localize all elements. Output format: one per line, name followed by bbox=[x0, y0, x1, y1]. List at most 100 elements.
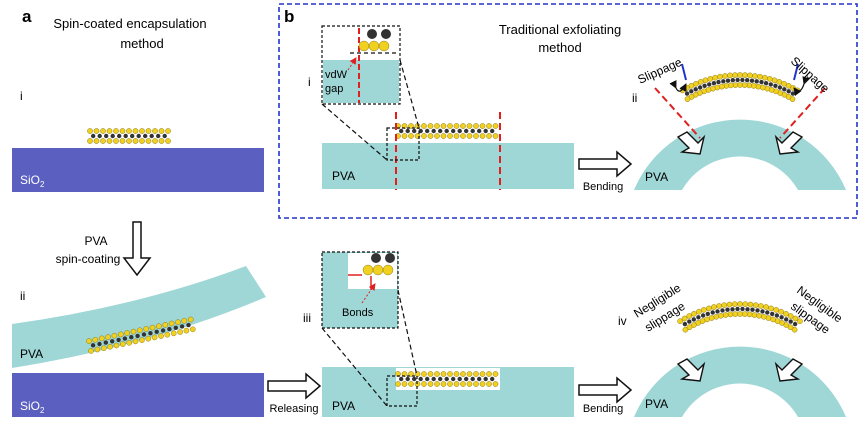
pva-label-b-ii: PVA bbox=[645, 170, 668, 184]
metal-atom bbox=[367, 29, 377, 39]
sulfur-atom bbox=[773, 307, 780, 313]
sulfur-atom bbox=[688, 83, 695, 89]
sulfur-atom bbox=[453, 123, 460, 129]
sulfur-atom bbox=[765, 315, 772, 321]
sulfur-atom bbox=[726, 301, 733, 308]
inset-b-pva bbox=[323, 60, 399, 103]
pva-film-tilted bbox=[12, 266, 266, 368]
sulfur-atom bbox=[682, 326, 689, 333]
strain-arrow-left-iv bbox=[676, 358, 706, 382]
metal-atom bbox=[749, 78, 755, 83]
sulfur-atom bbox=[466, 371, 473, 377]
sulfur-atom bbox=[783, 310, 789, 317]
sulfur-atom bbox=[447, 123, 453, 129]
sulfur-atom bbox=[372, 264, 384, 276]
metal-atom bbox=[696, 315, 701, 320]
slippage-arrow-right bbox=[793, 76, 811, 96]
sulfur-atom bbox=[111, 332, 118, 339]
metal-atom bbox=[779, 315, 784, 320]
metal-atom bbox=[162, 133, 167, 139]
sulfur-atom bbox=[120, 341, 126, 347]
metal-atom bbox=[130, 133, 135, 139]
sulfur-atom bbox=[767, 76, 773, 82]
sulfur-atom bbox=[183, 327, 190, 334]
sulfur-atom bbox=[88, 348, 94, 354]
metal-atom bbox=[451, 376, 456, 382]
metal-atom bbox=[470, 128, 475, 134]
metal-atom bbox=[97, 341, 102, 347]
sulfur-atom bbox=[453, 133, 460, 139]
sulfur-atom bbox=[158, 333, 164, 339]
metal-atom bbox=[179, 324, 185, 329]
metal-atom bbox=[470, 376, 475, 382]
step-b-i-label: i bbox=[308, 75, 311, 89]
sulfur-atom bbox=[776, 79, 783, 85]
monolayer-flake-on-sio2 bbox=[87, 128, 171, 144]
sulfur-atom bbox=[778, 308, 784, 315]
metal-atom bbox=[444, 128, 449, 134]
step-a-ii-label: ii bbox=[20, 289, 25, 303]
vdw-gap-label-line2: gap bbox=[325, 83, 343, 95]
metal-atom bbox=[438, 128, 443, 134]
metal-atom bbox=[716, 79, 721, 85]
sulfur-atom bbox=[486, 133, 492, 139]
sulfur-atom bbox=[460, 371, 466, 377]
sulfur-atom bbox=[408, 381, 414, 387]
sulfur-atom bbox=[368, 40, 380, 52]
sulfur-atom bbox=[453, 371, 460, 377]
sulfur-atom bbox=[100, 128, 106, 134]
panel-b-dashed-frame bbox=[278, 3, 858, 219]
metal-atom bbox=[160, 328, 166, 333]
sulfur-atom bbox=[434, 133, 440, 139]
metal-atom bbox=[763, 81, 769, 86]
sulfur-atom bbox=[440, 133, 447, 139]
sulfur-atom bbox=[434, 123, 440, 129]
metal-atom bbox=[792, 321, 798, 327]
sulfur-atom bbox=[427, 371, 434, 377]
panel-b-title-line1: Traditional exfoliating bbox=[499, 22, 621, 37]
sulfur-atom bbox=[132, 138, 139, 144]
sulfur-atom bbox=[473, 123, 479, 129]
metal-atom bbox=[103, 340, 109, 345]
sulfur-atom bbox=[421, 123, 427, 129]
sulfur-atom bbox=[421, 381, 427, 387]
metal-atom bbox=[425, 376, 430, 382]
step-iii-label: iii bbox=[303, 311, 311, 325]
sulfur-atom bbox=[187, 316, 194, 323]
sulfur-atom bbox=[107, 343, 113, 350]
sulfur-atom bbox=[797, 318, 803, 325]
sio2-label-top: SiO2 bbox=[20, 173, 45, 189]
panel-a-title-line1: Spin-coated encapsulation bbox=[53, 16, 206, 31]
metal-atom bbox=[412, 128, 417, 134]
sulfur-atom bbox=[737, 301, 743, 307]
sulfur-atom bbox=[707, 76, 714, 82]
sulfur-atom bbox=[145, 335, 152, 342]
sulfur-atom bbox=[175, 319, 181, 326]
sulfur-atom bbox=[763, 304, 769, 310]
sulfur-atom bbox=[130, 328, 137, 335]
sulfur-atom bbox=[94, 346, 101, 353]
sulfur-atom bbox=[143, 326, 149, 332]
sulfur-atom bbox=[434, 371, 440, 377]
sulfur-atom bbox=[158, 128, 165, 134]
sulfur-atom bbox=[696, 308, 702, 315]
sulfur-atom bbox=[762, 74, 768, 81]
sulfur-atom bbox=[761, 313, 767, 320]
sulfur-atom bbox=[401, 133, 408, 139]
sio2-label-bottom: SiO2 bbox=[20, 399, 45, 415]
metal-atom bbox=[464, 376, 469, 382]
sulfur-atom bbox=[737, 311, 743, 317]
sulfur-atom bbox=[87, 138, 93, 144]
sulfur-atom bbox=[479, 123, 486, 129]
metal-atom bbox=[483, 376, 488, 382]
sulfur-atom bbox=[440, 123, 447, 129]
metal-atom bbox=[490, 128, 495, 134]
metal-atom bbox=[711, 81, 717, 86]
metal-atom bbox=[715, 309, 720, 314]
sulfur-atom bbox=[165, 138, 171, 144]
strain-arrow-right-iv bbox=[774, 358, 804, 382]
panel-b-letter: b bbox=[284, 7, 294, 26]
sulfur-atom bbox=[162, 322, 169, 328]
metal-atom bbox=[784, 317, 789, 322]
sulfur-atom bbox=[139, 128, 145, 134]
